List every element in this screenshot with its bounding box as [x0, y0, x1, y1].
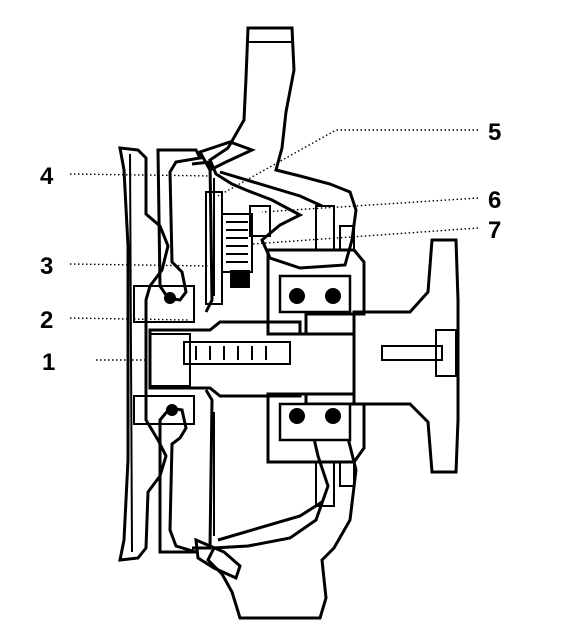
bearing-ball-4	[325, 408, 341, 424]
leader-3	[69, 263, 211, 267]
flange-bolt	[381, 345, 443, 361]
seal-ring	[230, 270, 250, 288]
callout-2: 2	[40, 307, 53, 334]
housing-rib-upper-2	[339, 225, 355, 251]
seal-spring-assembly	[205, 191, 271, 305]
callout-labels: 1 2 3 4 5 6 7	[40, 119, 501, 376]
bearing-block	[266, 205, 366, 507]
bearing-lower-body	[266, 392, 366, 464]
callout-7: 7	[488, 217, 501, 244]
pulley-inner-edge	[129, 153, 133, 553]
spring-retainer	[249, 205, 271, 237]
callout-5: 5	[488, 119, 501, 146]
shaft-bore	[183, 341, 291, 365]
bearing-upper-body	[266, 248, 366, 336]
flange-body	[352, 238, 460, 474]
shaft-nut-upper	[133, 285, 195, 323]
impeller-cup	[191, 160, 323, 550]
bearing-ball-1	[289, 288, 305, 304]
hub-lower-bracket	[158, 406, 197, 554]
leader-5	[217, 129, 478, 197]
flange-upper	[197, 140, 256, 172]
bearing-ball-3	[289, 408, 305, 424]
housing-rib-lower-2	[339, 461, 355, 487]
pulley-disc	[118, 146, 170, 562]
housing-top-ear	[247, 27, 293, 43]
shaft-end-cap	[149, 333, 191, 387]
leader-7	[251, 227, 479, 245]
fastener-dot-lower	[166, 404, 178, 416]
pulley-shroud	[118, 146, 203, 562]
callout-3: 3	[40, 253, 53, 280]
drive-flange	[352, 238, 460, 474]
fastener-dot-upper	[164, 292, 176, 304]
shaft-nut-lower	[133, 395, 195, 425]
leader-4	[69, 173, 215, 177]
flange-bolt-head	[435, 329, 457, 377]
leader-6	[261, 197, 479, 213]
housing-rib-upper	[315, 205, 335, 251]
flange-lower	[194, 537, 242, 581]
callout-4: 4	[40, 163, 54, 190]
leader-lines	[69, 129, 479, 361]
bearing-ball-2	[325, 288, 341, 304]
lower-housing-section	[206, 428, 358, 620]
callout-1: 1	[42, 349, 55, 376]
shaft-thread	[195, 346, 267, 360]
hub-upper-bracket	[156, 148, 203, 302]
bearing-race-lower	[278, 402, 352, 442]
cup-inner-wall	[191, 160, 214, 550]
callout-6: 6	[488, 187, 501, 214]
spring-coils	[226, 221, 248, 263]
housing-rib-lower	[315, 461, 335, 507]
